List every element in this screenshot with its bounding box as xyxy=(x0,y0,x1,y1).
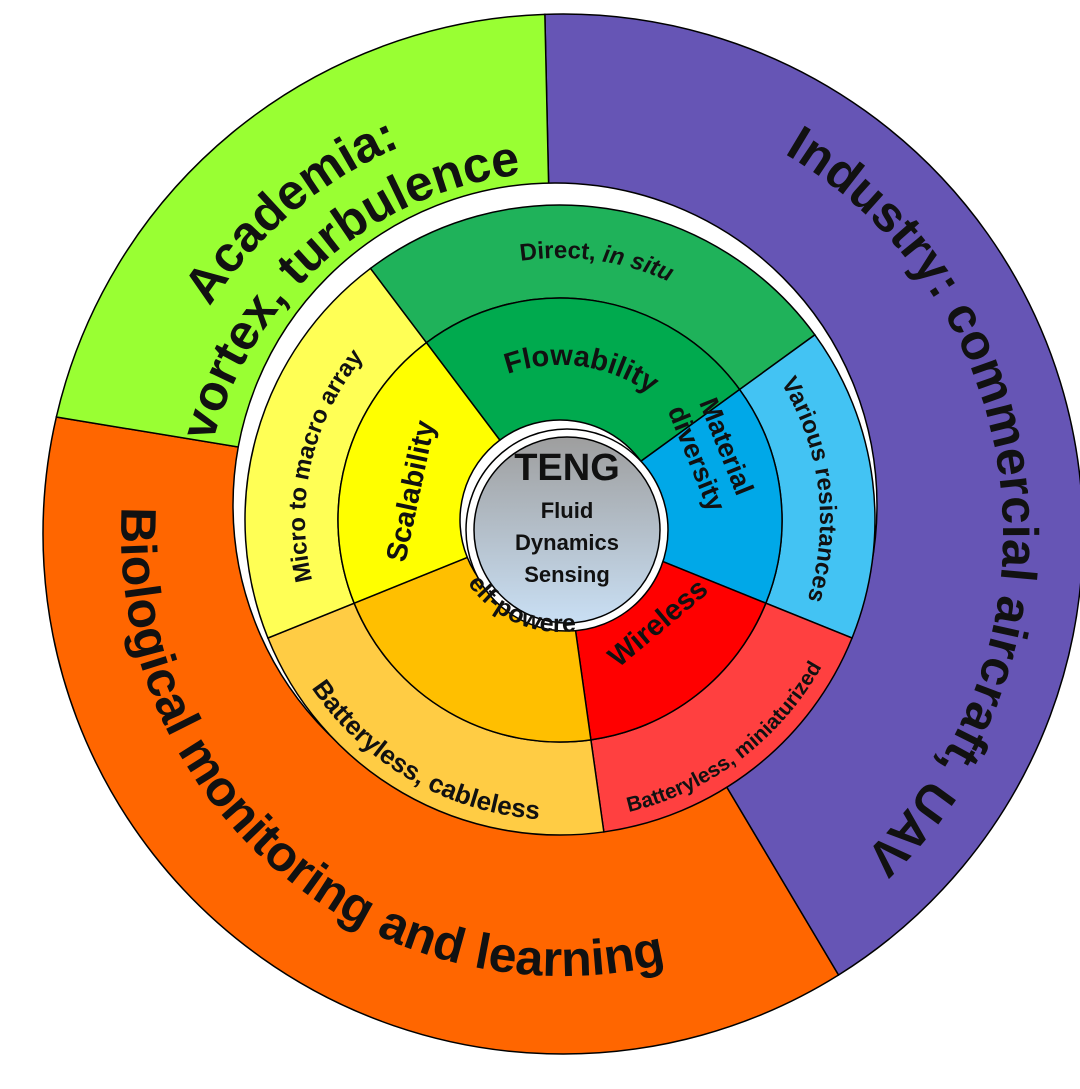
inner-segment-scalability xyxy=(337,341,501,605)
center-line-2: Dynamics xyxy=(515,530,619,555)
middle-ring xyxy=(244,204,876,836)
inner-ring xyxy=(337,297,783,743)
center-title: TENG xyxy=(514,447,620,489)
center-line-1: Fluid xyxy=(541,498,594,523)
inner-segment-flowability xyxy=(425,297,741,463)
center-line-3: Sensing xyxy=(524,562,610,587)
center-disc xyxy=(473,436,661,624)
